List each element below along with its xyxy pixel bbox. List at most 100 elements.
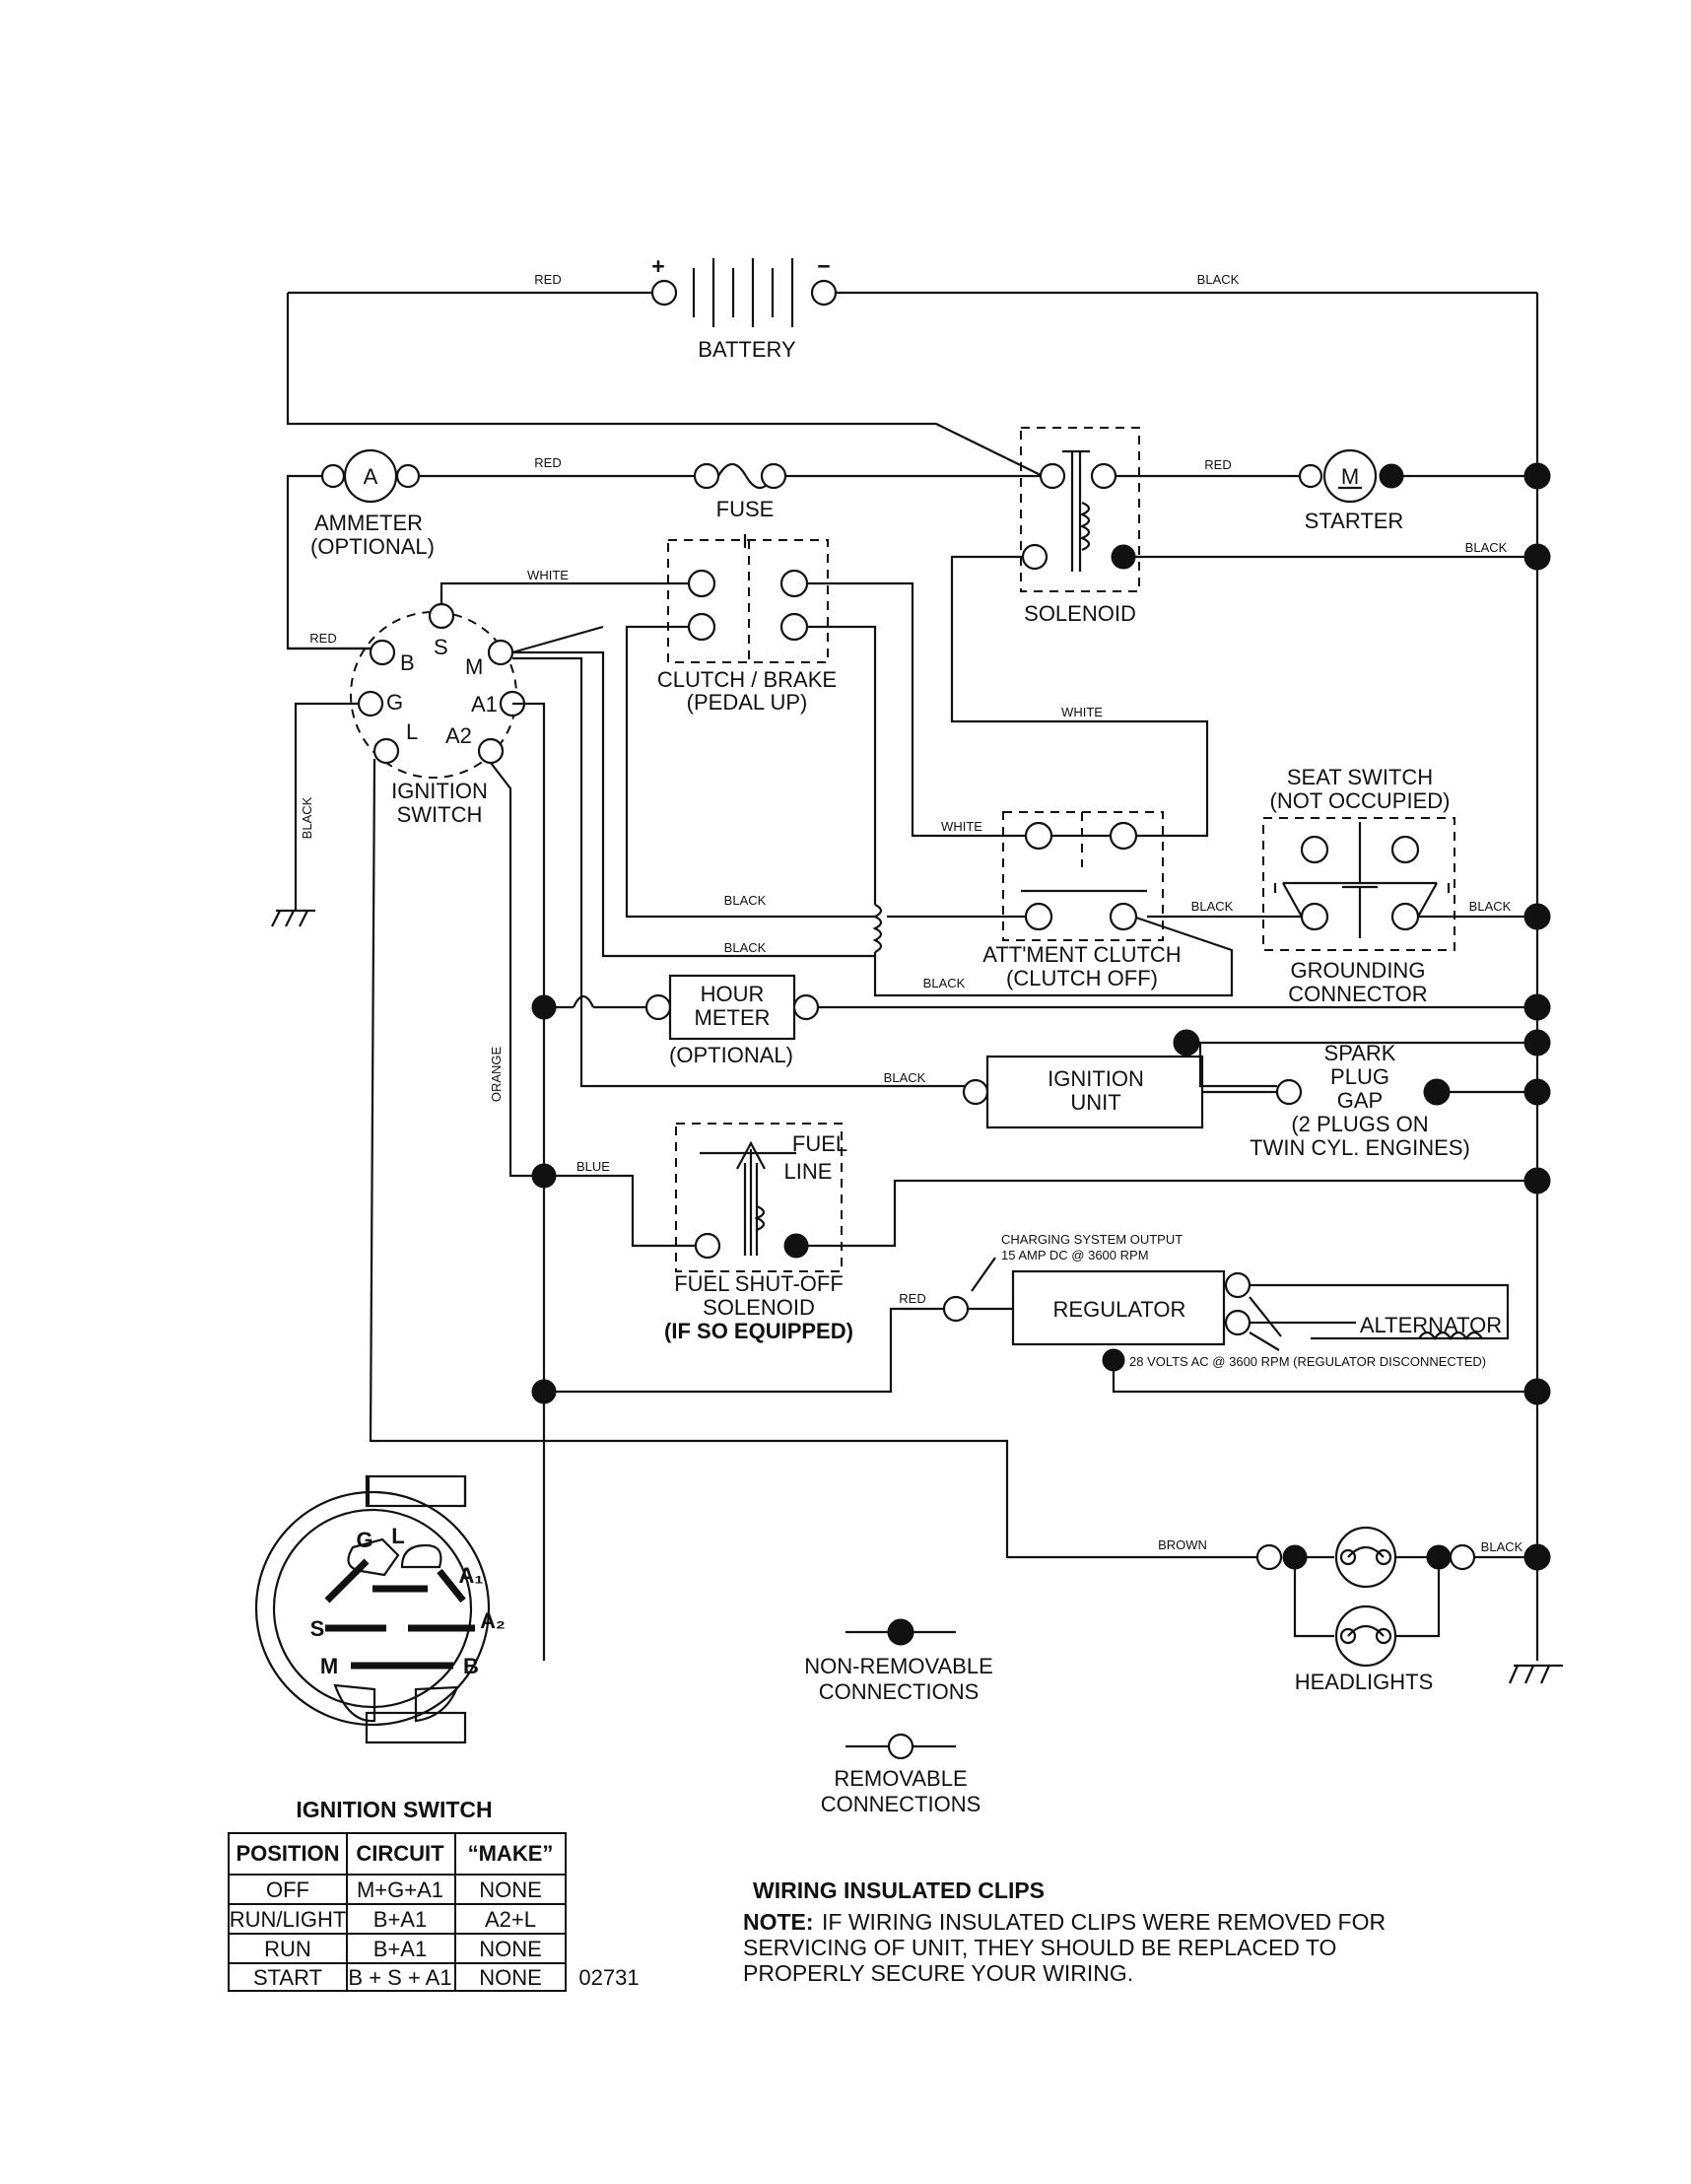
table-cell: B + S + A1: [348, 1965, 451, 1990]
table-cell: B+A1: [373, 1907, 427, 1932]
wire-label: BROWN: [1158, 1537, 1207, 1552]
wire-label: RED: [534, 455, 561, 470]
part-number: 02731: [578, 1965, 639, 1990]
ammeter-label-2: (OPTIONAL): [310, 534, 435, 559]
table-header: POSITION: [236, 1841, 339, 1866]
alternator-label: ALTERNATOR: [1360, 1313, 1502, 1337]
terminal-a1: A1: [471, 692, 498, 717]
table-cell: B+A1: [373, 1937, 427, 1961]
notes-label: NOTE:: [743, 1909, 814, 1935]
legend-non-removable-2: CONNECTIONS: [819, 1679, 980, 1704]
ammeter-label: AMMETER: [314, 511, 423, 535]
headlights-label: HEADLIGHTS: [1295, 1670, 1434, 1694]
legend-non-removable: NON-REMOVABLE: [804, 1654, 993, 1678]
seat-switch-label-2: (NOT OCCUPIED): [1270, 788, 1451, 813]
face-m: M: [320, 1654, 338, 1678]
table-cell: RUN/LIGHT: [230, 1907, 347, 1932]
ignition-switch-title: IGNITION SWITCH: [296, 1797, 492, 1822]
battery-neg: −: [817, 253, 830, 279]
battery-pos: +: [651, 253, 664, 279]
face-g: G: [356, 1528, 372, 1552]
grounding-label-2: CONNECTOR: [1288, 982, 1427, 1006]
seat-switch-label: SEAT SWITCH: [1287, 765, 1433, 789]
regulator-label: REGULATOR: [1053, 1297, 1186, 1322]
battery: + − BATTERY: [288, 253, 1537, 362]
ignition-switch-table: POSITION CIRCUIT “MAKE” OFF M+G+A1 NONE …: [228, 1832, 567, 1992]
ground-symbol: [271, 909, 315, 927]
spark-label-2: PLUG: [1330, 1064, 1389, 1089]
face-l: L: [391, 1524, 404, 1548]
table-cell: START: [253, 1965, 322, 1990]
clutch-brake-label-2: (PEDAL UP): [687, 690, 808, 715]
fuel-line-label: FUEL: [792, 1131, 847, 1156]
table-cell: M+G+A1: [357, 1877, 443, 1902]
wire-label: BLUE: [576, 1159, 610, 1174]
spark-plug: SPARK PLUG GAP (2 PLUGS ON TWIN CYL. ENG…: [1250, 1041, 1470, 1160]
wire-label: BLACK: [1469, 899, 1512, 914]
table-cell: OFF: [266, 1877, 309, 1902]
table-header: “MAKE”: [468, 1841, 554, 1866]
attachment-clutch-label-2: (CLUTCH OFF): [1006, 966, 1158, 990]
spark-label-4: (2 PLUGS ON: [1291, 1112, 1428, 1136]
starter-symbol: M: [1341, 464, 1359, 489]
table-cell: NONE: [479, 1877, 542, 1902]
hour-meter: HOUR METER (OPTIONAL): [644, 974, 820, 1067]
grounding-label: GROUNDING: [1291, 958, 1426, 983]
terminal-b: B: [400, 650, 415, 675]
wire-label: WHITE: [1061, 705, 1103, 719]
ammeter-symbol: A: [364, 464, 378, 489]
alternator: ALTERNATOR: [1249, 1283, 1510, 1351]
attachment-clutch-label: ATT'MENT CLUTCH: [982, 942, 1181, 967]
wire-label: BLACK: [1465, 540, 1508, 555]
ammeter: A AMMETER (OPTIONAL): [286, 448, 435, 650]
wire-label: RED: [899, 1291, 925, 1306]
table-cell: NONE: [479, 1965, 542, 1990]
hour-meter-label-3: (OPTIONAL): [669, 1043, 793, 1067]
wire-label: BLACK: [724, 940, 767, 955]
notes: WIRING INSULATED CLIPS NOTE: IF WIRING I…: [743, 1877, 1386, 1986]
spark-label-3: GAP: [1337, 1088, 1383, 1113]
ground-symbol: [1508, 1664, 1563, 1684]
fuse: FUSE: [693, 462, 787, 521]
charging-label-2: 15 AMP DC @ 3600 RPM: [1001, 1248, 1149, 1263]
notes-line: SERVICING OF UNIT, THEY SHOULD BE REPLAC…: [743, 1935, 1336, 1960]
spark-label-5: TWIN CYL. ENGINES): [1250, 1135, 1470, 1160]
wire-label: BLACK: [1197, 272, 1240, 287]
fuel-line-label-2: LINE: [784, 1159, 833, 1184]
wire-label: RED: [1204, 457, 1231, 472]
starter: M STARTER: [1298, 448, 1404, 533]
ignition-switch-face: G L A₁ S A₂ M B: [254, 1474, 506, 1744]
fuel-shutoff-solenoid: FUEL LINE FUEL SHUT-OFF SOLENOID (IF SO …: [664, 1123, 853, 1343]
solenoid: SOLENOID: [1020, 427, 1140, 626]
terminal-a2: A2: [445, 723, 472, 748]
wire-label: RED: [309, 631, 336, 646]
legend: NON-REMOVABLE CONNECTIONS REMOVABLE CONN…: [804, 1618, 993, 1816]
wire-label: BLACK: [884, 1070, 926, 1085]
wire-label: RED: [534, 272, 561, 287]
ignition-unit: IGNITION UNIT: [962, 1055, 1204, 1129]
legend-removable-2: CONNECTIONS: [821, 1792, 981, 1816]
terminal-s: S: [434, 635, 448, 659]
wire-label: BLACK: [1481, 1539, 1523, 1554]
hour-meter-label: HOUR: [701, 982, 765, 1006]
fuse-label: FUSE: [716, 497, 775, 521]
wire-label: BLACK: [923, 976, 966, 990]
ignition-switch: B S M G A1 L A2 IGNITION SWITCH: [350, 602, 526, 827]
face-a1: A₁: [459, 1563, 484, 1588]
table-cell: NONE: [479, 1937, 542, 1961]
fuel-sol-label: FUEL SHUT-OFF: [674, 1271, 844, 1296]
battery-label: BATTERY: [698, 337, 796, 362]
solenoid-label: SOLENOID: [1024, 601, 1136, 626]
charging-label: CHARGING SYSTEM OUTPUT: [1001, 1232, 1183, 1247]
face-s: S: [310, 1616, 325, 1641]
ignition-switch-label: IGNITION: [391, 779, 488, 803]
notes-heading: WIRING INSULATED CLIPS: [753, 1877, 1045, 1903]
ignition-switch-label-2: SWITCH: [397, 802, 483, 827]
ac-note: 28 VOLTS AC @ 3600 RPM (REGULATOR DISCON…: [1129, 1354, 1486, 1369]
ignition-unit-label: IGNITION: [1048, 1066, 1144, 1091]
table-cell: RUN: [264, 1937, 311, 1961]
terminal-m: M: [465, 654, 483, 679]
notes-line: IF WIRING INSULATED CLIPS WERE REMOVED F…: [822, 1909, 1386, 1935]
wire-label: BLACK: [1191, 899, 1234, 914]
